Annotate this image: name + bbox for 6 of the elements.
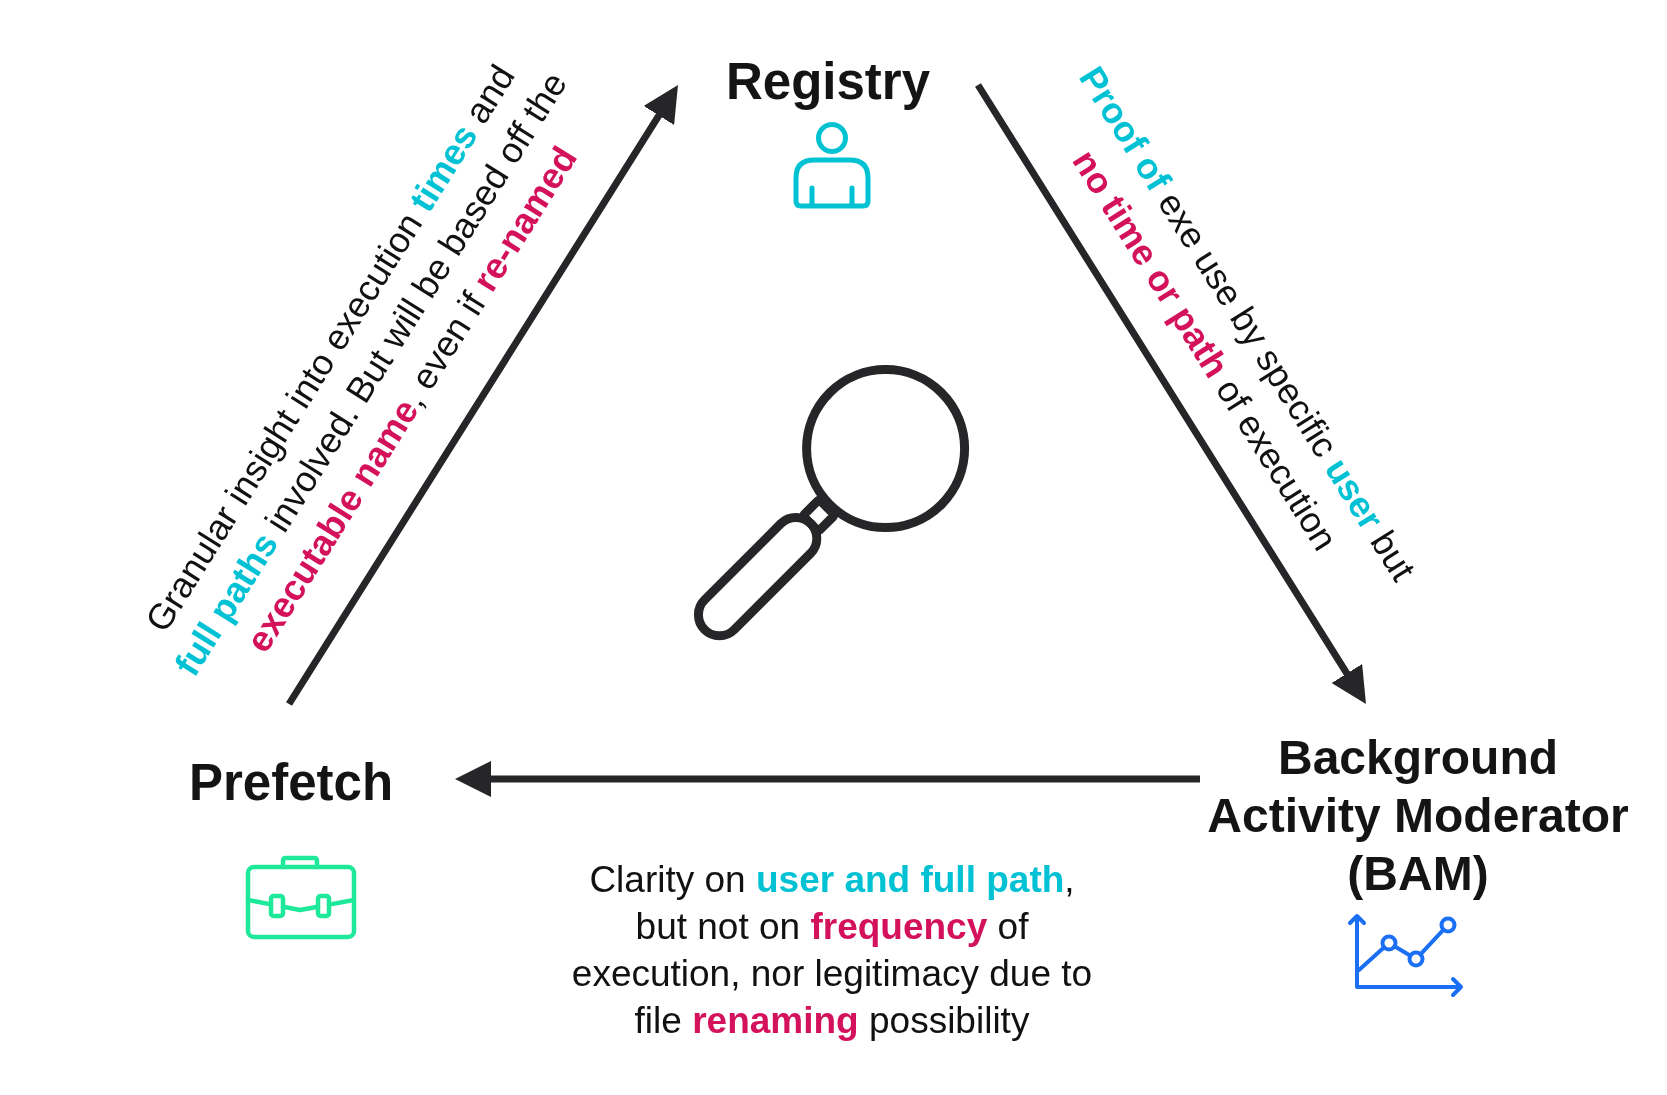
arrow (975, 83, 1369, 706)
node-title: Background Activity Moderator (BAM) (1206, 730, 1630, 902)
arrow (286, 83, 681, 706)
node-title: Prefetch (188, 753, 394, 813)
edge-label: Clarity on user and full path, but not on frequency of execution, nor legitimacy due to file renaming possibility (570, 858, 1094, 1043)
node-title: Registry (725, 52, 931, 112)
